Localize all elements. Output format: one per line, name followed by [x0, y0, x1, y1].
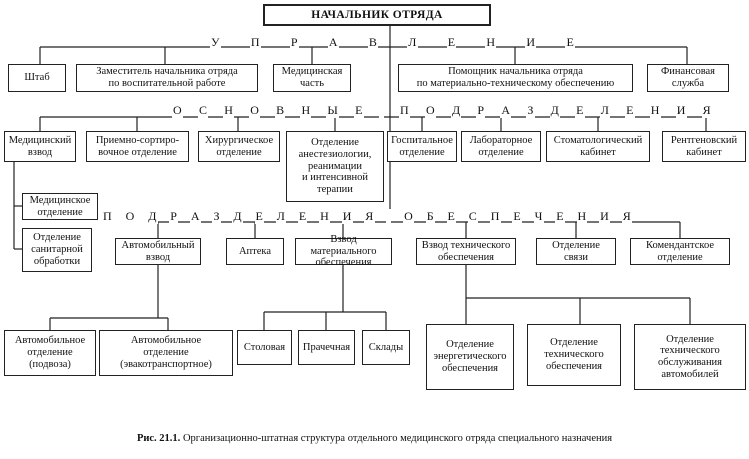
unit-auto-evacuation: Автомобильное отделение (эвакотранспортн…: [99, 330, 233, 376]
section-label-letter: Д: [549, 103, 561, 118]
section-label-letter: [386, 209, 392, 224]
unit-communications: Отделение связи: [536, 238, 616, 265]
figure-caption: Рис. 21.1. Организационно-штатная структ…: [0, 433, 749, 444]
unit-warehouses: Склады: [362, 330, 410, 365]
unit-canteen: Столовая: [237, 330, 292, 365]
unit-medical-section: Медицинское отделение: [22, 193, 98, 220]
unit-technical-supply: Отделение технического обеспечения: [527, 324, 621, 386]
section-label-letter: Л: [599, 103, 611, 118]
section-label-letter: В: [367, 35, 379, 50]
section-label-letter: Н: [485, 35, 497, 50]
section-label-letter: Р: [289, 35, 299, 50]
section-label-letter: Е: [555, 209, 565, 224]
unit-assistant-logistics: Помощник начальника отряда по материальн…: [398, 64, 633, 92]
section-label-letter: А: [189, 209, 201, 224]
section-label-letter: У: [210, 35, 221, 50]
unit-headquarters: Штаб: [8, 64, 66, 92]
section-label-letter: С: [197, 103, 209, 118]
unit-vehicle-maintenance: Отделение технического обслуживания авто…: [634, 324, 746, 390]
unit-technical-platoon: Взвод технического обеспечения: [416, 238, 516, 265]
section-label-letter: Я: [621, 209, 632, 224]
section-label-letter: Л: [275, 209, 287, 224]
section-label-letter: И: [675, 103, 687, 118]
section-label-letter: Е: [354, 103, 364, 118]
section-label-letter: О: [425, 103, 436, 118]
unit-pharmacy: Аптека: [226, 238, 284, 265]
section-label-letter: Н: [223, 103, 235, 118]
figure-caption-text: Организационно-штатная структура отдельн…: [182, 433, 613, 444]
section-label-letter: Е: [297, 209, 308, 224]
unit-auto-platoon: Автомобильный взвод: [115, 238, 201, 265]
section-label-letter: О: [403, 209, 415, 224]
figure-caption-label: Рис. 21.1.: [136, 433, 181, 444]
unit-laundry: Прачечная: [298, 330, 355, 365]
section-label-letter: И: [525, 35, 537, 50]
section-label-letter: Н: [649, 103, 661, 118]
section-label-letter: А: [327, 35, 339, 50]
section-label-letter: В: [275, 103, 286, 118]
unit-material-platoon: Взвод материального обеспечения: [295, 234, 392, 268]
section-label-letter: П: [489, 209, 501, 224]
section-label-letter: П: [399, 103, 410, 118]
section-label-letter: Е: [446, 35, 457, 50]
section-label-letter: Н: [319, 209, 330, 224]
section-label-letter: Д: [232, 209, 243, 224]
section-label-letter: З: [526, 103, 535, 118]
unit-commandant: Комендантское отделение: [630, 238, 730, 265]
section-label-letter: Л: [407, 35, 418, 50]
section-label-letter: О: [249, 103, 261, 118]
section-label-letter: Р: [476, 103, 486, 118]
section-label-letter: Е: [625, 103, 635, 118]
unit-medical-part: Медицинская часть: [273, 64, 351, 92]
section-label-letter: Я: [364, 209, 375, 224]
section-label-letter: А: [500, 103, 512, 118]
unit-xray: Рентгеновский кабинет: [662, 131, 746, 162]
unit-auto-supply: Автомобильное отделение (подвоза): [4, 330, 96, 376]
section-label-letter: С: [467, 209, 479, 224]
unit-hospital: Госпитальное отделение: [387, 131, 457, 162]
section-label-letter: Е: [512, 209, 522, 224]
unit-deputy-education: Заместитель начальника отряда по воспита…: [76, 64, 258, 92]
section-label-letter: Д: [147, 209, 158, 224]
section-label-letter: Б: [425, 209, 435, 224]
unit-finance-service: Финансовая служба: [647, 64, 729, 92]
section-label-letter: Д: [450, 103, 462, 118]
unit-dental: Стоматологический кабинет: [546, 131, 650, 162]
section-label-letter: Е: [575, 103, 585, 118]
section-label-letter: П: [102, 209, 113, 224]
section-label-letter: Е: [254, 209, 265, 224]
section-label-letter: О: [172, 103, 183, 118]
unit-anesthesiology: Отделение анестезиологии, реанимации и и…: [286, 131, 384, 202]
unit-medical-platoon: Медицинский взвод: [4, 131, 76, 162]
head-box: НАЧАЛЬНИК ОТРЯДА: [263, 4, 491, 26]
section-label-letter: Я: [701, 103, 712, 118]
section-label-letter: Ч: [533, 209, 544, 224]
section-label-letter: Н: [576, 209, 588, 224]
section-label-letter: И: [599, 209, 611, 224]
section-label-letter: [378, 103, 384, 118]
section-label-letter: Р: [169, 209, 179, 224]
section-label-letter: О: [124, 209, 136, 224]
section-label-letter: Н: [300, 103, 312, 118]
unit-surgical: Хирургическое отделение: [198, 131, 280, 162]
section-label-letter: З: [212, 209, 221, 224]
unit-triage: Приемно-сортиро- вочное отделение: [86, 131, 189, 162]
section-label-letter: Ы: [326, 103, 340, 118]
section-label-letter: И: [341, 209, 353, 224]
section-label-letter: Е: [446, 209, 457, 224]
section-label-letter: П: [249, 35, 261, 50]
section-label-letter: Е: [565, 35, 575, 50]
unit-sanitary-treatment: Отделение санитарной обработки: [22, 228, 92, 272]
unit-energy-supply: Отделение энергетического обеспечения: [426, 324, 514, 390]
unit-laboratory: Лабораторное отделение: [461, 131, 541, 162]
